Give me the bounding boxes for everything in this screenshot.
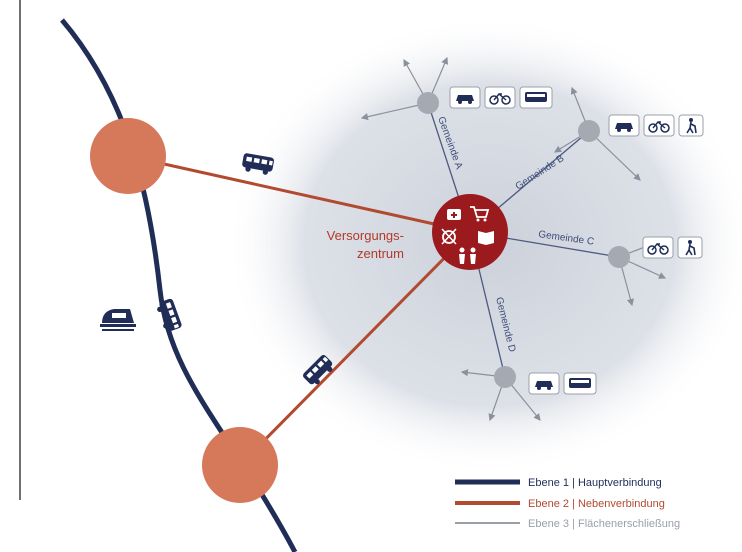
- bus-icon: [155, 297, 183, 334]
- legend-label-1: Ebene 1 | Hauptverbindung: [528, 477, 662, 489]
- book-icon: [478, 231, 494, 245]
- children-icon: [459, 247, 476, 264]
- hub-node-upper: [90, 118, 166, 194]
- modes-town-c: [642, 236, 703, 259]
- bus-icon: [563, 372, 597, 395]
- first-aid-icon: [447, 209, 461, 220]
- modes-town-d: [528, 372, 597, 395]
- walking-cane-icon: [677, 236, 703, 259]
- town-node-b: [578, 120, 600, 142]
- legend-label-2: Ebene 2 | Nebenverbindung: [528, 498, 665, 510]
- bus-icon: [519, 86, 553, 109]
- car-icon: [449, 86, 481, 109]
- center-label-line1: Versorgungs-: [327, 228, 404, 243]
- town-node-a: [417, 92, 439, 114]
- car-icon: [528, 372, 560, 395]
- dining-icon: [441, 228, 457, 245]
- hub-node-lower: [202, 427, 278, 503]
- town-node-c: [608, 246, 630, 268]
- walking-cane-icon: [678, 114, 704, 137]
- town-node-d: [494, 366, 516, 388]
- bicycle-icon: [643, 114, 675, 137]
- legend: Ebene 1 | Hauptverbindung Ebene 2 | Nebe…: [455, 477, 680, 530]
- secondary-connection-upper: [127, 154, 471, 234]
- train-icon: [100, 309, 136, 331]
- bicycle-icon: [484, 86, 516, 109]
- secondary-connection-lower: [238, 230, 472, 467]
- car-icon: [608, 114, 640, 137]
- center-label-line2: zentrum: [357, 246, 404, 261]
- modes-town-a: [449, 86, 553, 109]
- legend-label-3: Ebene 3 | Flächenerschließung: [528, 518, 680, 530]
- bicycle-icon: [642, 236, 674, 259]
- supply-center-node: [432, 194, 508, 270]
- shopping-cart-icon: [470, 206, 490, 222]
- modes-town-b: [608, 114, 704, 137]
